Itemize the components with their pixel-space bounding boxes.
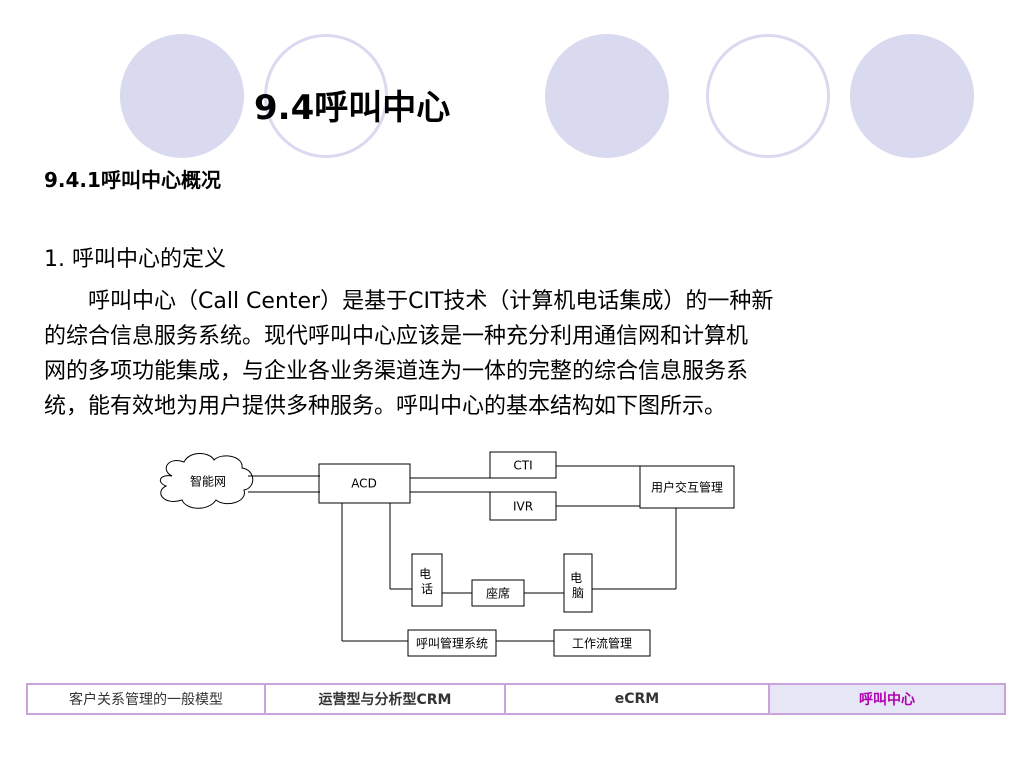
acd-label: ACD (351, 477, 377, 491)
phone-label: 电 话 (419, 567, 435, 596)
user-mgmt-box (639, 465, 735, 509)
section-heading: 9.4.1呼叫中心概况 (44, 168, 221, 192)
cloud-shape (159, 453, 254, 509)
tab-operational-analytical-crm[interactable]: 运营型与分析型CRM (266, 685, 506, 713)
phone-box (411, 553, 443, 607)
decor-circle-4 (706, 34, 830, 158)
cloud-label: 智能网 (190, 474, 226, 489)
ivr-label: IVR (513, 500, 533, 514)
seat-label: 座席 (486, 586, 510, 601)
call-mgmt-box (407, 629, 497, 657)
workflow-label: 工作流管理 (572, 636, 632, 651)
slide-title: 9.4呼叫中心 (254, 88, 451, 128)
user-mgmt-label: 用户交互管理 (651, 480, 723, 495)
decor-circle-2 (264, 34, 388, 158)
paragraph-line: 的综合信息服务系统。现代呼叫中心应该是一种充分利用通信网和计算机 (44, 324, 749, 349)
paragraph-line: 呼叫中心（Call Center）是基于CIT技术（计算机电话集成）的一种新 (88, 289, 774, 314)
decor-circle-1 (120, 34, 244, 158)
computer-label: 电 脑 (570, 571, 586, 600)
tab-crm-general-model[interactable]: 客户关系管理的一般模型 (28, 685, 266, 713)
tab-call-center[interactable]: 呼叫中心 (770, 685, 1004, 713)
definition-paragraph: 呼叫中心（Call Center）是基于CIT技术（计算机电话集成）的一种新 的… (44, 284, 968, 424)
ivr-box (489, 491, 557, 521)
decor-circle-5 (850, 34, 974, 158)
paragraph-line: 网的多项功能集成，与企业各业务渠道连为一体的完整的综合信息服务系 (44, 359, 749, 384)
decor-circle-3 (545, 34, 669, 158)
tab-ecrm[interactable]: eCRM (506, 685, 770, 713)
seat-box (471, 579, 525, 607)
cti-box (489, 451, 557, 479)
definition-heading: 1. 呼叫中心的定义 (44, 247, 226, 272)
cti-label: CTI (513, 459, 532, 473)
acd-box (318, 463, 411, 504)
workflow-box (553, 629, 651, 657)
call-mgmt-label: 呼叫管理系统 (416, 636, 488, 651)
bottom-nav-tabs: 客户关系管理的一般模型 运营型与分析型CRM eCRM 呼叫中心 (26, 683, 1006, 715)
computer-box (563, 553, 593, 613)
paragraph-line: 统，能有效地为用户提供多种服务。呼叫中心的基本结构如下图所示。 (44, 394, 727, 419)
